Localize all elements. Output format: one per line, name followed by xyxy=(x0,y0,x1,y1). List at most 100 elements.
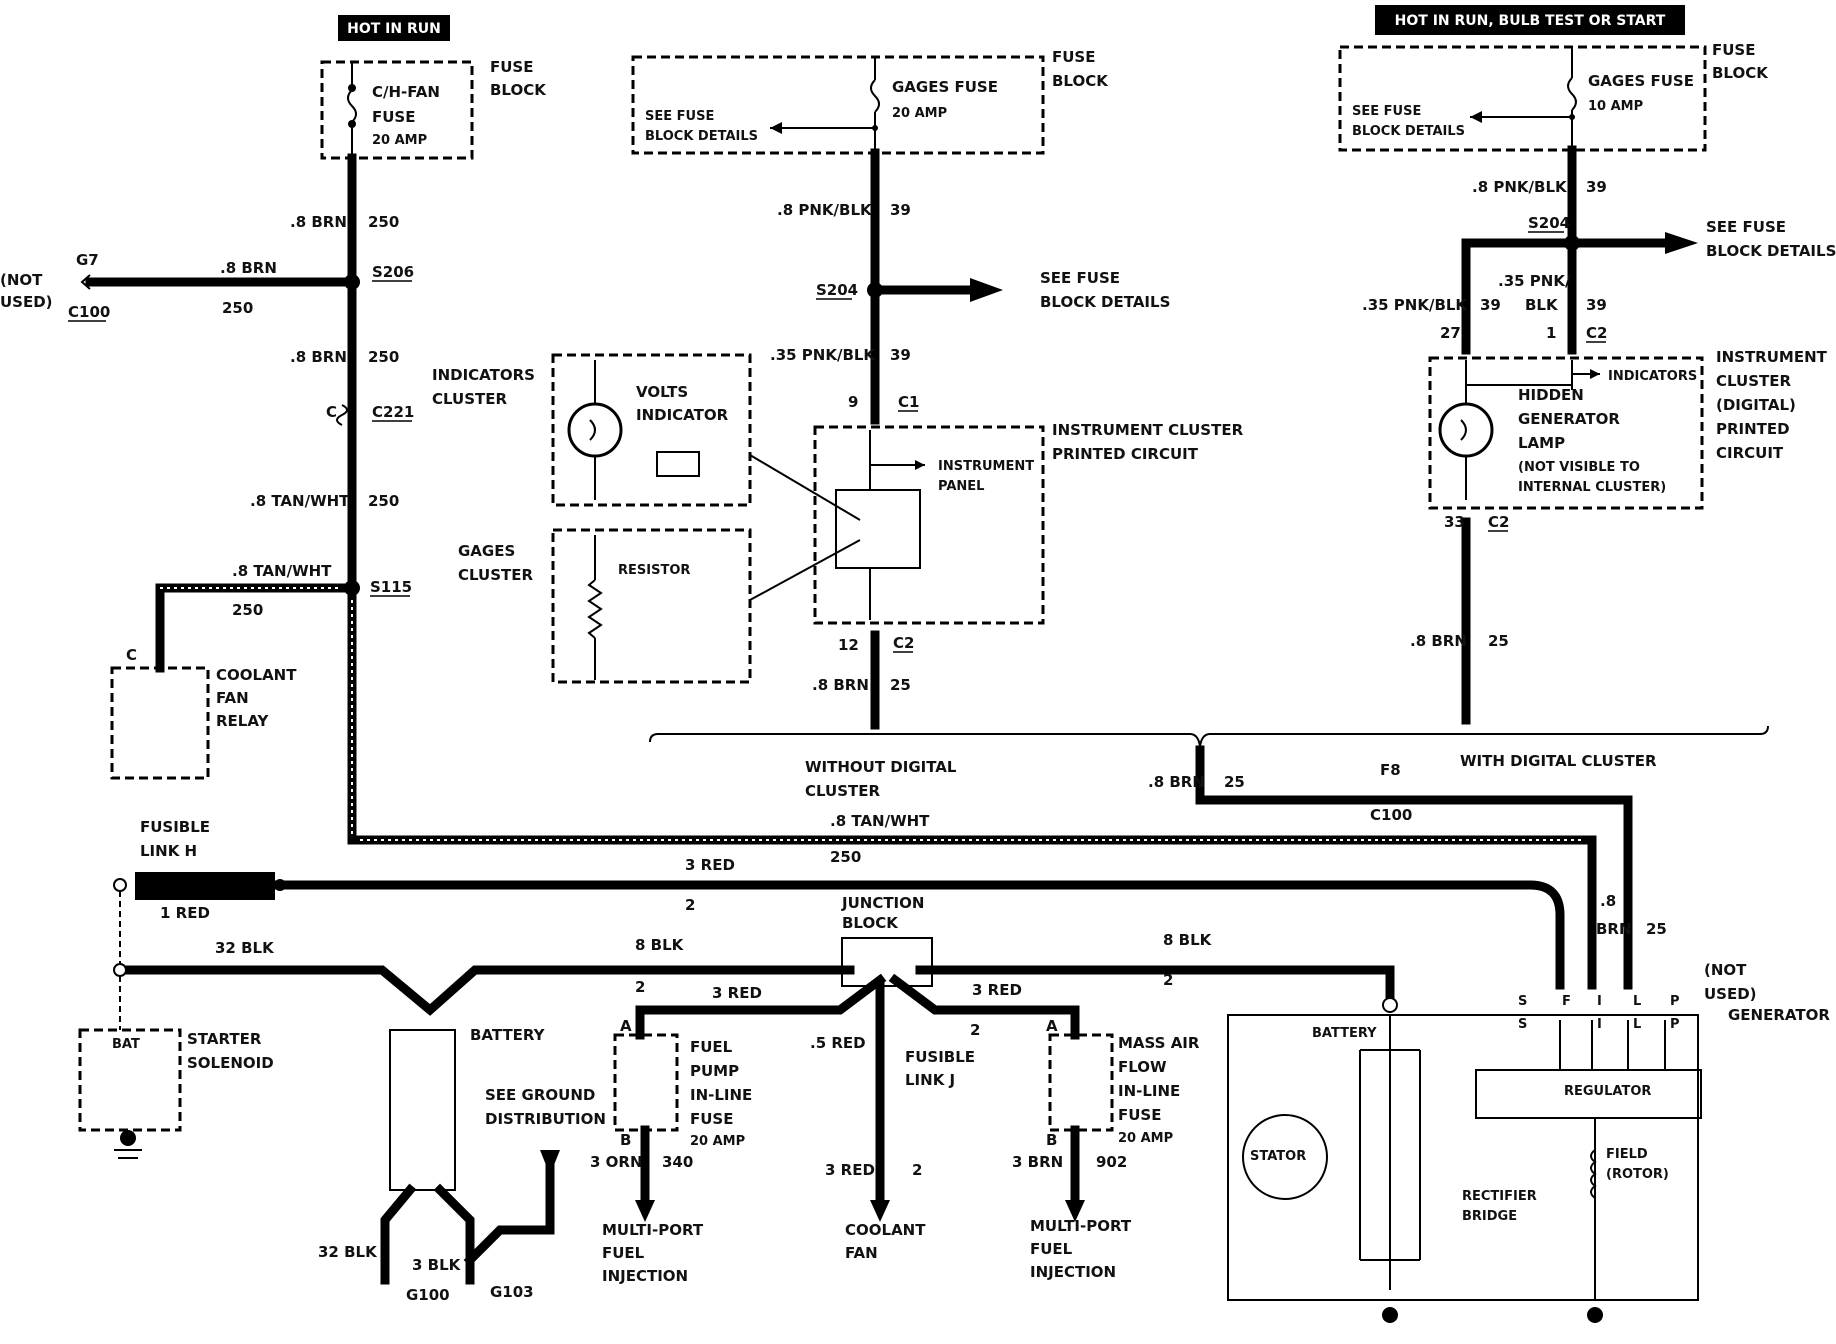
svg-text:C2: C2 xyxy=(893,634,914,652)
svg-text:.8 PNK/BLK: .8 PNK/BLK xyxy=(777,201,873,219)
svg-text:(ROTOR): (ROTOR) xyxy=(1606,1167,1669,1182)
svg-text:WITH DIGITAL CLUSTER: WITH DIGITAL CLUSTER xyxy=(1460,752,1657,770)
svg-text:.35 PNK/BLK: .35 PNK/BLK xyxy=(770,346,876,364)
svg-text:.35 PNK/BLK: .35 PNK/BLK xyxy=(1362,296,1468,314)
svg-text:3 BLK: 3 BLK xyxy=(412,1256,462,1274)
svg-text:S115: S115 xyxy=(370,578,412,596)
svg-text:.8 BRN: .8 BRN xyxy=(812,676,869,694)
svg-text:INSTRUMENT: INSTRUMENT xyxy=(1716,348,1828,366)
svg-text:25: 25 xyxy=(1224,773,1245,791)
svg-text:.8 TAN/WHT: .8 TAN/WHT xyxy=(232,562,332,580)
svg-text:LAMP: LAMP xyxy=(1518,434,1565,452)
svg-text:I: I xyxy=(1597,994,1602,1009)
svg-text:.8 TAN/WHT: .8 TAN/WHT xyxy=(830,812,930,830)
svg-text:250: 250 xyxy=(222,299,253,317)
svg-text:.5 RED: .5 RED xyxy=(810,1034,866,1052)
svg-text:LINK J: LINK J xyxy=(905,1071,955,1089)
svg-text:SEE FUSE: SEE FUSE xyxy=(645,109,714,124)
left-circuit: .8 BRN 250 G7 (NOT USED) C100 .8 BRN 250… xyxy=(0,153,414,845)
svg-text:SEE FUSE: SEE FUSE xyxy=(1040,269,1120,287)
svg-text:2: 2 xyxy=(912,1161,922,1179)
svg-text:250: 250 xyxy=(368,348,399,366)
svg-text:CLUSTER: CLUSTER xyxy=(432,390,507,408)
svg-text:GENERATOR: GENERATOR xyxy=(1728,1006,1830,1024)
svg-text:PANEL: PANEL xyxy=(938,479,984,494)
svg-text:FUSE: FUSE xyxy=(1118,1106,1161,1124)
svg-text:2: 2 xyxy=(635,978,645,996)
middle-circuit: .8 PNK/BLK 39 S204 SEE FUSE BLOCK DETAIL… xyxy=(749,148,1244,800)
svg-text:25: 25 xyxy=(890,676,911,694)
svg-text:FLOW: FLOW xyxy=(1118,1058,1167,1076)
svg-text:B: B xyxy=(1046,1131,1057,1149)
svg-text:HOT IN RUN: HOT IN RUN xyxy=(347,21,441,37)
svg-text:A: A xyxy=(620,1017,632,1035)
svg-text:MULTI-PORT: MULTI-PORT xyxy=(602,1221,704,1239)
svg-text:INJECTION: INJECTION xyxy=(1030,1263,1116,1281)
svg-text:(DIGITAL): (DIGITAL) xyxy=(1716,396,1796,414)
svg-text:MULTI-PORT: MULTI-PORT xyxy=(1030,1217,1132,1235)
svg-text:.8 BRN: .8 BRN xyxy=(1410,632,1467,650)
svg-text:S206: S206 xyxy=(372,263,414,281)
svg-text:C/H-FAN: C/H-FAN xyxy=(372,83,440,101)
svg-text:BAT: BAT xyxy=(112,1037,140,1052)
svg-text:.8 PNK/BLK: .8 PNK/BLK xyxy=(1472,178,1568,196)
svg-text:39: 39 xyxy=(890,201,911,219)
svg-text:F: F xyxy=(1562,994,1571,1009)
svg-text:S: S xyxy=(1518,1017,1527,1032)
svg-text:.8 BRN: .8 BRN xyxy=(290,348,347,366)
svg-text:P: P xyxy=(1670,994,1680,1009)
svg-text:SEE FUSE: SEE FUSE xyxy=(1352,104,1421,119)
svg-text:GAGES: GAGES xyxy=(458,542,515,560)
generator: GENERATOR S F I L P S I L P (NOT USED) B… xyxy=(1227,892,1830,1323)
svg-text:INSTRUMENT CLUSTER: INSTRUMENT CLUSTER xyxy=(1052,421,1244,439)
svg-text:GAGES FUSE: GAGES FUSE xyxy=(892,78,998,96)
svg-text:BRN: BRN xyxy=(1596,920,1632,938)
svg-text:(NOT VISIBLE TO: (NOT VISIBLE TO xyxy=(1518,460,1640,475)
svg-text:3 RED: 3 RED xyxy=(972,981,1022,999)
svg-text:39: 39 xyxy=(1586,178,1607,196)
svg-text:FUSE: FUSE xyxy=(1052,48,1095,66)
svg-text:8 BLK: 8 BLK xyxy=(1163,931,1213,949)
svg-text:39: 39 xyxy=(1480,296,1501,314)
svg-text:PUMP: PUMP xyxy=(690,1062,739,1080)
svg-text:20 AMP: 20 AMP xyxy=(1118,1131,1173,1146)
svg-text:I: I xyxy=(1597,1017,1602,1032)
svg-text:250: 250 xyxy=(368,213,399,231)
gages-cluster: GAGES CLUSTER RESISTOR xyxy=(458,528,752,684)
svg-text:.35 PNK/: .35 PNK/ xyxy=(1498,272,1571,290)
svg-text:BLK: BLK xyxy=(1525,296,1559,314)
svg-text:CLUSTER: CLUSTER xyxy=(805,782,880,800)
svg-text:SEE FUSE: SEE FUSE xyxy=(1706,218,1786,236)
svg-text:S: S xyxy=(1518,994,1527,1009)
svg-text:FUSE: FUSE xyxy=(372,108,415,126)
svg-text:32 BLK: 32 BLK xyxy=(318,1243,378,1261)
svg-text:902: 902 xyxy=(1096,1153,1127,1171)
svg-text:.8 BRN: .8 BRN xyxy=(290,213,347,231)
svg-text:HIDDEN: HIDDEN xyxy=(1518,386,1584,404)
svg-text:P: P xyxy=(1670,1017,1680,1032)
svg-text:2: 2 xyxy=(685,896,695,914)
svg-text:GENERATOR: GENERATOR xyxy=(1518,410,1620,428)
svg-text:COOLANT: COOLANT xyxy=(216,666,297,684)
svg-text:FUSE: FUSE xyxy=(690,1110,733,1128)
svg-text:CIRCUIT: CIRCUIT xyxy=(1716,444,1784,462)
svg-text:BLOCK DETAILS: BLOCK DETAILS xyxy=(1040,293,1170,311)
svg-text:INTERNAL CLUSTER): INTERNAL CLUSTER) xyxy=(1518,480,1666,495)
svg-text:G103: G103 xyxy=(490,1283,534,1301)
svg-text:CLUSTER: CLUSTER xyxy=(1716,372,1791,390)
svg-text:FUSE: FUSE xyxy=(490,58,533,76)
svg-text:FAN: FAN xyxy=(216,689,249,707)
svg-text:C100: C100 xyxy=(1370,806,1412,824)
svg-text:RELAY: RELAY xyxy=(216,712,270,730)
indicators-cluster: INDICATORS CLUSTER VOLTS INDICATOR xyxy=(432,353,752,507)
svg-text:INDICATORS: INDICATORS xyxy=(1608,369,1697,384)
svg-text:20 AMP: 20 AMP xyxy=(892,106,947,121)
svg-text:A: A xyxy=(1046,1017,1058,1035)
svg-text:2: 2 xyxy=(970,1021,980,1039)
svg-text:BLOCK DETAILS: BLOCK DETAILS xyxy=(1706,242,1836,260)
svg-text:G100: G100 xyxy=(406,1286,450,1304)
svg-text:RESISTOR: RESISTOR xyxy=(618,563,690,578)
svg-text:27: 27 xyxy=(1440,324,1461,342)
svg-text:BLOCK: BLOCK xyxy=(1712,64,1769,82)
svg-text:25: 25 xyxy=(1646,920,1667,938)
